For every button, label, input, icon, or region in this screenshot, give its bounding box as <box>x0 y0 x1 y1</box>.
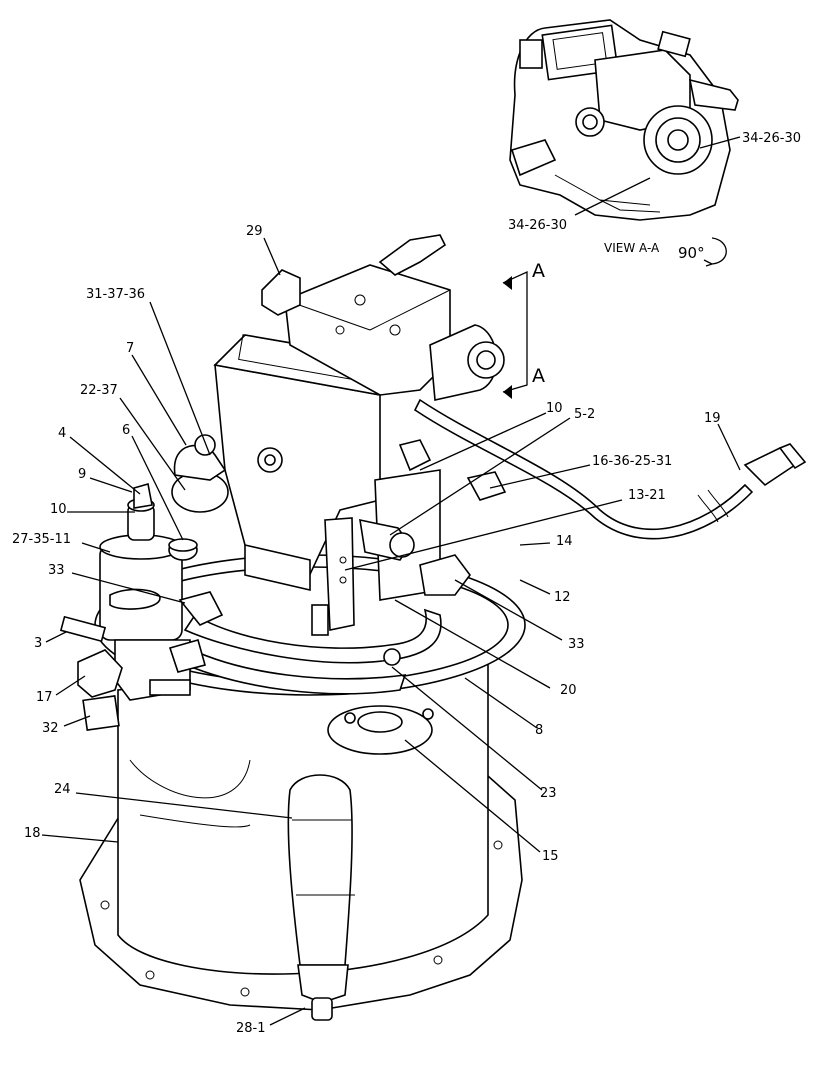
bracket <box>324 517 355 631</box>
inset-callout-2: 34-26-30 <box>508 218 567 233</box>
callout-8: 8 <box>535 723 543 738</box>
callout-33-right: 33 <box>568 637 585 652</box>
callout-27-35-11: 27-35-11 <box>12 532 71 547</box>
callout-28-1: 28-1 <box>236 1021 266 1036</box>
rotation-arrow-icon <box>703 237 727 267</box>
callout-14: 14 <box>556 534 573 549</box>
callout-7: 7 <box>126 341 134 356</box>
callout-5-2: 5-2 <box>574 407 595 422</box>
callout-22-37: 22-37 <box>80 383 118 398</box>
callout-29: 29 <box>246 224 263 239</box>
callout-18: 18 <box>24 826 41 841</box>
callout-23: 23 <box>540 786 557 801</box>
callout-17: 17 <box>36 690 53 705</box>
section-marker: A A <box>502 260 545 399</box>
callout-31-37-36: 31-37-36 <box>86 287 145 302</box>
callout-6: 6 <box>122 423 130 438</box>
main-assembly <box>59 234 807 1021</box>
callout-33-left: 33 <box>48 563 65 578</box>
callout-4: 4 <box>58 426 66 441</box>
callout-10-left: 10 <box>50 502 67 517</box>
callout-19: 19 <box>704 411 721 426</box>
valve-housing <box>214 364 381 586</box>
drain-fitting <box>297 964 349 1001</box>
callout-20: 20 <box>560 683 577 698</box>
section-label-bottom: A <box>532 365 545 387</box>
callout-24: 24 <box>54 782 71 797</box>
callout-labels: 29 31-37-36 7 22-37 4 6 9 10 27-35-11 33… <box>12 224 721 1036</box>
callout-15: 15 <box>542 849 559 864</box>
inset-callout-1: 34-26-30 <box>742 131 801 146</box>
callout-10-right: 10 <box>546 401 563 416</box>
section-label-top: A <box>532 260 545 282</box>
leader-lines <box>41 237 741 1026</box>
callout-9: 9 <box>78 467 86 482</box>
hose-20 <box>183 608 442 664</box>
rotation-label: 90° <box>678 244 705 262</box>
callout-3: 3 <box>34 636 42 651</box>
callout-13-21: 13-21 <box>628 488 666 503</box>
inset-view-a-a <box>509 19 739 221</box>
callout-16-36-25-31: 16-36-25-31 <box>592 454 672 469</box>
view-title: VIEW A-A <box>604 241 660 255</box>
drain-hose <box>287 774 353 966</box>
callout-32: 32 <box>42 721 59 736</box>
callout-12: 12 <box>554 590 571 605</box>
